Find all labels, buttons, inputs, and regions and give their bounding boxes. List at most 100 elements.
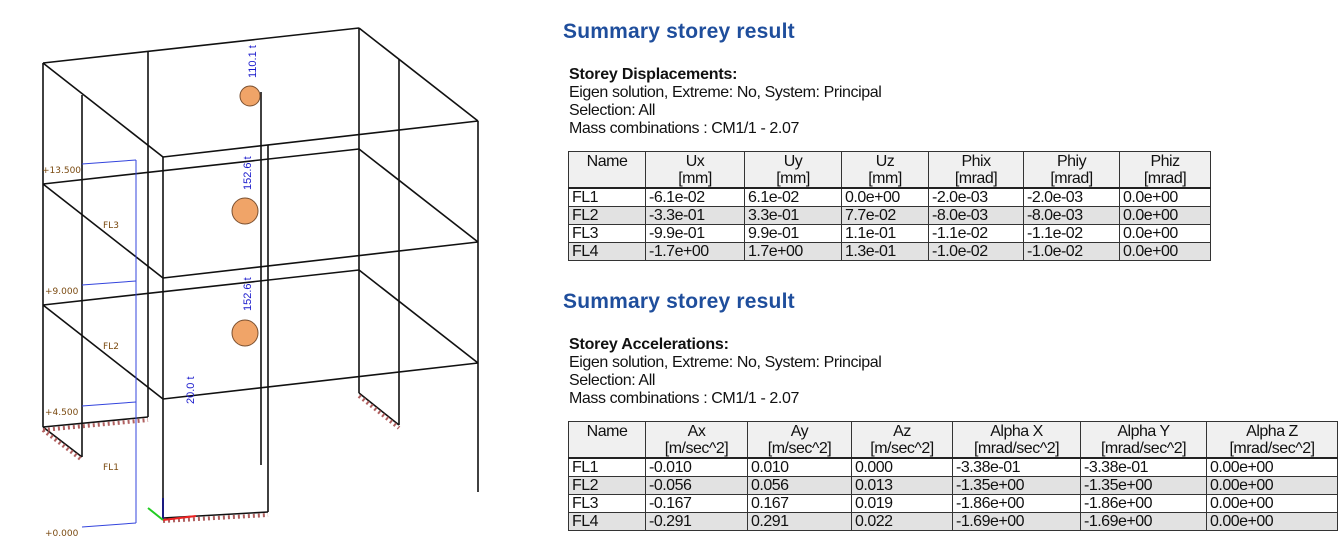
beam <box>358 148 479 243</box>
beam <box>42 27 360 64</box>
level-label: +13.500 <box>42 166 81 176</box>
table-cell: 0.00e+00 <box>1206 457 1338 477</box>
table-cell: -2.0e-03 <box>928 187 1024 207</box>
table-cell: FL1 <box>568 187 646 207</box>
info-line: Mass combinations : CM1/1 - 2.07 <box>569 390 799 407</box>
support-icon <box>357 394 401 430</box>
table-cell: 0.00e+00 <box>1206 494 1338 513</box>
wall-base <box>42 416 149 428</box>
structure-3d-view[interactable]: +13.500 +9.000 +4.500 +0.000 FL3 FL2 FL1… <box>0 0 540 545</box>
floor-label: FL2 <box>103 342 119 352</box>
beam <box>42 62 164 158</box>
table-cell: -1.69e+00 <box>1080 512 1207 531</box>
column-header: Az[m/sec^2] <box>851 421 953 459</box>
table-cell: -0.167 <box>645 494 748 513</box>
table-cell: -0.056 <box>645 476 748 495</box>
beam <box>42 183 164 279</box>
axis-icon <box>147 498 197 521</box>
table-cell: 0.056 <box>747 476 852 495</box>
mass-label: 110.1 t <box>247 45 259 78</box>
wall-base <box>358 392 400 426</box>
table-cell: 6.1e-02 <box>744 187 842 207</box>
table-cell: -0.010 <box>645 457 748 477</box>
section-heading: Storey Accelerations: <box>569 336 729 353</box>
info-line: Mass combinations : CM1/1 - 2.07 <box>569 120 799 137</box>
column-header: Ay[m/sec^2] <box>747 421 852 459</box>
table-cell: 0.0e+00 <box>1119 224 1211 243</box>
column-header: Phix[mrad] <box>928 151 1024 189</box>
frame-lines <box>41 27 479 523</box>
beam <box>162 241 479 279</box>
column-header: Phiz[mrad] <box>1119 151 1211 189</box>
table-cell: 0.0e+00 <box>841 187 929 207</box>
table-cell: -1.7e+00 <box>645 242 745 261</box>
table-cell: -8.0e-03 <box>1023 206 1120 225</box>
level-label: +4.500 <box>45 408 79 418</box>
table-cell: 3.3e-01 <box>744 206 842 225</box>
table-cell: -3.38e-01 <box>952 457 1081 477</box>
column-header: Phiy[mrad] <box>1023 151 1120 189</box>
table-cell: -1.69e+00 <box>952 512 1081 531</box>
beam <box>42 148 360 185</box>
table-cell: FL2 <box>568 476 646 495</box>
table-cell: FL2 <box>568 206 646 225</box>
displacements-section: Summary storey result Storey Displacemen… <box>563 20 1211 261</box>
table-cell: 0.00e+00 <box>1206 476 1338 495</box>
column-header: Ux[mm] <box>645 151 745 189</box>
table-cell: 0.022 <box>851 512 953 531</box>
table-cell: 0.00e+00 <box>1206 512 1338 531</box>
table-cell: -1.1e-02 <box>928 224 1024 243</box>
table-cell: 0.0e+00 <box>1119 206 1211 225</box>
table-cell: -9.9e-01 <box>645 224 745 243</box>
table-cell: 0.167 <box>747 494 852 513</box>
table-cell: -1.35e+00 <box>952 476 1081 495</box>
mass-label: 152.6 t <box>242 277 254 311</box>
table-cell: 0.000 <box>851 457 953 477</box>
floor-label: FL1 <box>103 463 119 473</box>
level-dimension <box>81 159 137 528</box>
beam <box>42 269 360 306</box>
table-cell: 1.1e-01 <box>841 224 929 243</box>
beam <box>358 269 479 364</box>
table-cell: 0.013 <box>851 476 953 495</box>
table-cell: FL3 <box>568 494 646 513</box>
info-line: Eigen solution, Extreme: No, System: Pri… <box>569 84 882 101</box>
wall-base <box>42 426 83 458</box>
table-cell: -0.291 <box>645 512 748 531</box>
table-cell: 0.0e+00 <box>1119 242 1211 261</box>
table-cell: 0.291 <box>747 512 852 531</box>
table-cell: 9.9e-01 <box>744 224 842 243</box>
section-title: Summary storey result <box>563 290 795 313</box>
table-cell: 0.010 <box>747 457 852 477</box>
floor-label: FL3 <box>103 221 119 231</box>
table-cell: -1.35e+00 <box>1080 476 1207 495</box>
column-header: Uy[mm] <box>744 151 842 189</box>
table-cell: FL4 <box>568 242 646 261</box>
column-header: Name <box>568 151 646 189</box>
table-cell: -1.0e-02 <box>928 242 1024 261</box>
support-icon <box>41 428 84 462</box>
table-cell: 0.0e+00 <box>1119 187 1211 207</box>
table-cell: -2.0e-03 <box>1023 187 1120 207</box>
column-header: Alpha Z[mrad/sec^2] <box>1206 421 1338 459</box>
table-cell: 1.3e-01 <box>841 242 929 261</box>
mass-sphere <box>231 197 259 225</box>
section-title: Summary storey result <box>563 20 795 43</box>
mass-label: 152.6 t <box>242 156 254 190</box>
info-line: Selection: All <box>569 102 656 119</box>
beam <box>162 120 479 158</box>
table-cell: 0.019 <box>851 494 953 513</box>
mass-markers <box>231 85 261 347</box>
table-cell: FL1 <box>568 457 646 477</box>
beam <box>162 362 479 400</box>
